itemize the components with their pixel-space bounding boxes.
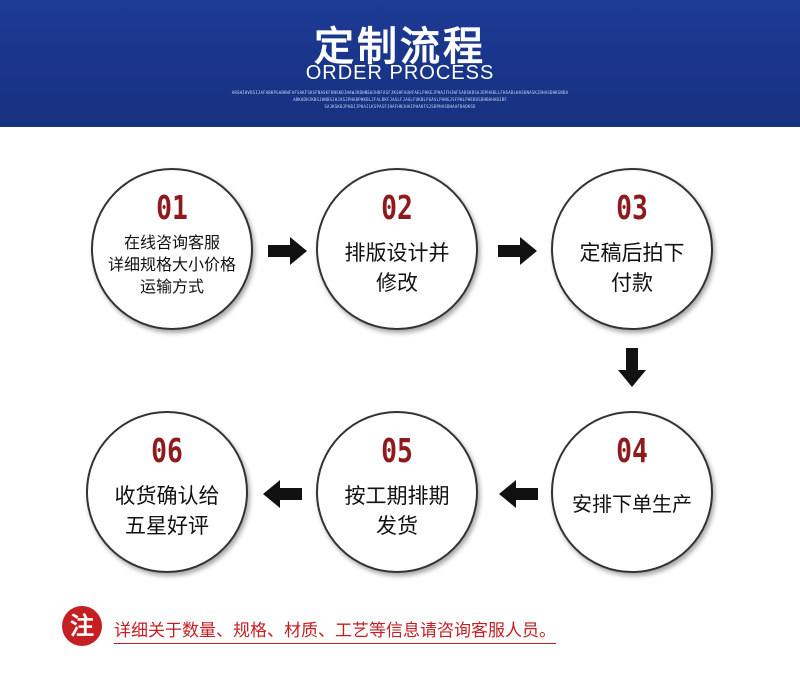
arrow-left-icon [499, 480, 538, 508]
arrow-right-icon [268, 237, 307, 265]
arrow-left-icon [263, 480, 302, 508]
step-number: 05 [381, 431, 413, 470]
step-label: 安排下单生产 [572, 492, 692, 516]
step-number: 04 [616, 431, 648, 470]
arrow-down-icon [618, 348, 646, 387]
step-number: 01 [156, 188, 188, 227]
decor-text-line-3: SAJKSKBJPABJJPHAJLKSPASFJHAFHNJHAIPHAKFS… [324, 104, 476, 109]
step-circle-02: 02 排版设计并 修改 [316, 168, 478, 330]
step-label: 排版设计并 修改 [344, 241, 450, 295]
arrow-right-icon [498, 237, 537, 265]
page-title: 定制流程 [314, 24, 486, 70]
step-circle-01: 01 在线咨询客服 详细规格大小价格 运输方式 [91, 168, 253, 330]
step-number: 06 [151, 431, 183, 470]
decor-text-line-2: ABKADHJKBSJHNBSJHJASJPHABPHKBLJFALBKFJAG… [293, 97, 507, 102]
step-circle-04: 04 安排下单生产 [551, 411, 713, 573]
step-circle-05: 05 按工期排期 发货 [316, 411, 478, 573]
step-number: 03 [616, 188, 648, 227]
step-label: 收货确认给 五星好评 [114, 484, 220, 538]
decor-text-line-1: ABSHIHVOSIJAFABKPGABKWFAFSAKFSKSFNASKFKN… [231, 90, 569, 95]
step-label: 定稿后拍下 付款 [579, 241, 685, 295]
note-text: 详细关于数量、规格、材质、工艺等信息请咨询客服人员。 [114, 616, 556, 644]
step-label: 按工期排期 发货 [344, 484, 450, 538]
step-circle-03: 03 定稿后拍下 付款 [551, 168, 713, 330]
step-circle-06: 06 收货确认给 五星好评 [86, 411, 248, 573]
page-subtitle: ORDER PROCESS [305, 62, 495, 84]
step-label: 在线咨询客服 详细规格大小价格 运输方式 [107, 233, 236, 296]
header-banner: 定制流程 ORDER PROCESS ABSHIHVOSIJAFABKPGABK… [0, 0, 800, 127]
note-badge: 注 [62, 606, 102, 646]
step-number: 02 [381, 188, 413, 227]
